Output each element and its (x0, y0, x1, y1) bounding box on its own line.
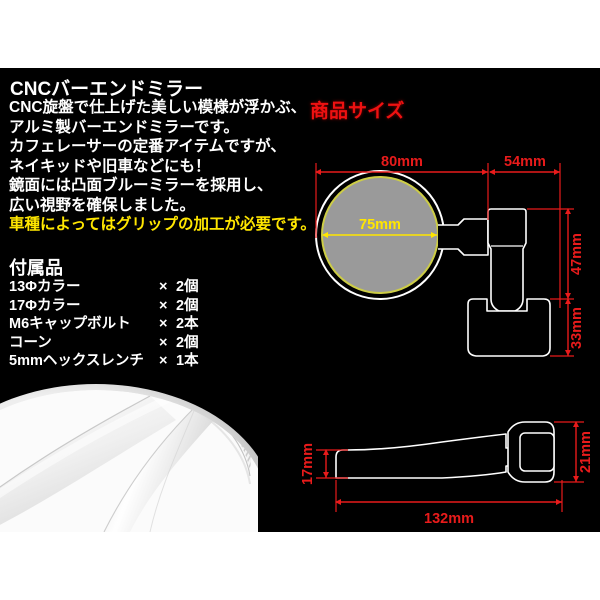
accessory-quantity: × 2個 (159, 297, 199, 316)
accessory-quantity: × 1本 (159, 352, 199, 371)
accessory-count: 2本 (176, 316, 199, 332)
dim-label-132mm: 132mm (424, 511, 474, 527)
accessory-count: 2個 (176, 297, 199, 314)
accessory-multiplier: × (159, 279, 168, 295)
accessory-quantity: × 2本 (159, 315, 199, 334)
accessory-multiplier: × (159, 353, 168, 369)
description-line: アルミ製バーエンドミラーです。 (9, 118, 239, 136)
accessory-name: 5mmヘックスレンチ (9, 353, 144, 369)
accessory-row: 17Φカラー × 2個 (9, 297, 284, 316)
accessory-multiplier: × (159, 297, 168, 314)
right-diagram-column: 商品サイズ (292, 68, 600, 532)
dim-label-47mm: 47mm (569, 233, 585, 275)
description-line: ネイキッドや旧車などにも！ (9, 157, 211, 175)
size-section-heading: 商品サイズ (310, 101, 405, 122)
accessory-multiplier: × (159, 334, 168, 351)
description-line: CNC旋盤で仕上げた美しい模様が浮かぶ、 (9, 99, 307, 116)
cnc-surface-closeup-photo (0, 380, 258, 532)
accessory-count: 2個 (176, 334, 199, 351)
dim-label-80mm: 80mm (381, 154, 423, 170)
description-line: 広い視野を確保しました。 (9, 196, 196, 214)
dim-label-17mm: 17mm (300, 443, 316, 485)
dim-label-54mm: 54mm (504, 154, 546, 170)
accessory-name: コーン (9, 334, 52, 351)
dim-label-33mm: 33mm (569, 307, 585, 349)
black-content-panel: CNCバーエンドミラー CNC旋盤で仕上げた美しい模様が浮かぶ、アルミ製バーエン… (0, 68, 600, 532)
page-title: CNCバーエンドミラー (10, 79, 204, 100)
accessory-name: 13Φカラー (9, 279, 81, 295)
accessory-row: 13Φカラー × 2個 (9, 278, 284, 297)
description-line: 車種によってはグリップの加工が必要です。 (9, 216, 316, 233)
accessory-count: 1本 (176, 353, 199, 369)
accessory-count: 2個 (176, 279, 199, 295)
description-line: 鏡面には凸面ブルーミラーを採用し、 (9, 177, 273, 194)
accessory-row: M6キャップボルト × 2本 (9, 315, 284, 334)
accessories-heading: 付属品 (9, 258, 63, 278)
accessory-name: M6キャップボルト (9, 316, 131, 332)
accessory-quantity: × 2個 (159, 334, 199, 353)
product-description: CNC旋盤で仕上げた美しい模様が浮かぶ、アルミ製バーエンドミラーです。カフェレー… (9, 98, 316, 235)
dim-label-21mm: 21mm (578, 431, 594, 473)
dimension-drawings: 80mm 54mm 75mm 47mm 33mm (292, 68, 600, 532)
description-line: カフェレーサーの定番アイテムですが、 (9, 138, 286, 155)
accessory-row: コーン × 2個 (9, 334, 284, 353)
accessory-name: 17Φカラー (9, 297, 81, 314)
dim-label-75mm: 75mm (359, 217, 401, 233)
left-text-column: CNCバーエンドミラー CNC旋盤で仕上げた美しい模様が浮かぶ、アルミ製バーエン… (0, 68, 316, 532)
accessory-row: 5mmヘックスレンチ × 1本 (9, 352, 284, 371)
accessory-quantity: × 2個 (159, 278, 199, 297)
accessory-multiplier: × (159, 316, 168, 332)
